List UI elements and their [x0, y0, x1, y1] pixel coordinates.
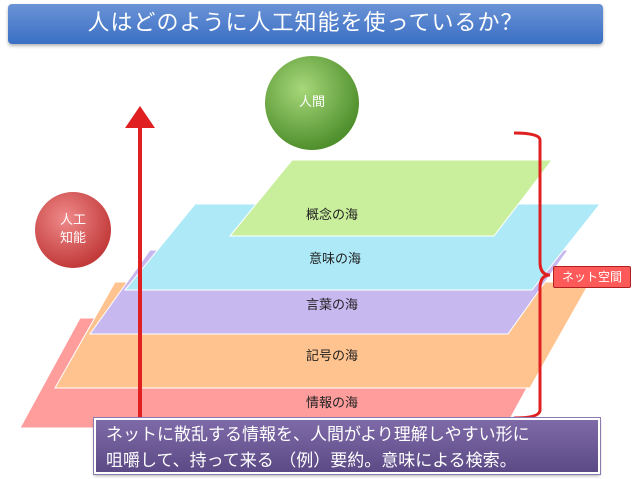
layer-label-language: 言葉の海 — [305, 298, 358, 313]
ai-label: 人工 知能 — [43, 212, 103, 248]
net-space-label: ネット空間 — [553, 266, 631, 288]
layer-label-meaning: 意味の海 — [308, 252, 361, 267]
caption-line-2: 咀嚼して、持って来る （例）要約。意味による検索。 — [106, 451, 517, 471]
caption-box: ネットに散乱する情報を、人間がより理解しやすい形に 咀嚼して、持って来る （例）… — [94, 418, 600, 474]
up-arrow-head — [125, 106, 155, 128]
layer-label-symbol: 記号の海 — [305, 349, 358, 364]
ai-circle — [35, 192, 111, 268]
net-space-bracket — [513, 131, 551, 420]
ai-label-line-2: 知能 — [59, 231, 86, 246]
layer-label-concept: 概念の海 — [305, 208, 358, 223]
slide-title: 人はどのように人工知能を使っているか？ — [8, 4, 603, 44]
ai-label-line-1: 人工 — [59, 213, 86, 228]
layer-label-information: 情報の海 — [305, 396, 358, 411]
human-circle — [265, 56, 359, 150]
caption-line-1: ネットに散乱する情報を、人間がより理解しやすい形に — [106, 425, 530, 445]
layer-plane-concept — [228, 159, 554, 237]
human-label: 人間 — [298, 95, 325, 110]
